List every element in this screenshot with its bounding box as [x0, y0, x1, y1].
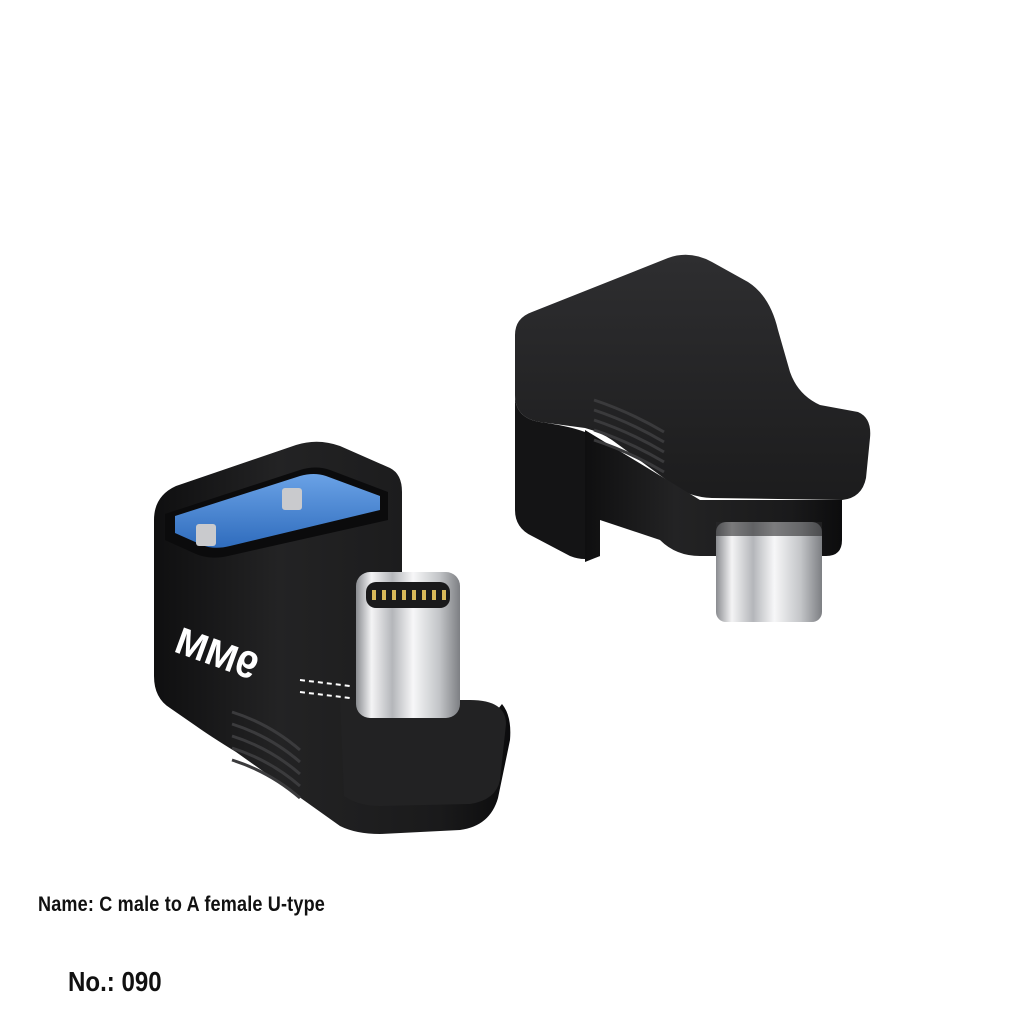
product-name-caption: Name: C male to A female U-type — [38, 893, 326, 916]
product-number-caption: No.: 090 — [68, 966, 162, 997]
adapter-front-view: 9MM — [154, 441, 511, 834]
adapter-back-view — [515, 254, 871, 622]
